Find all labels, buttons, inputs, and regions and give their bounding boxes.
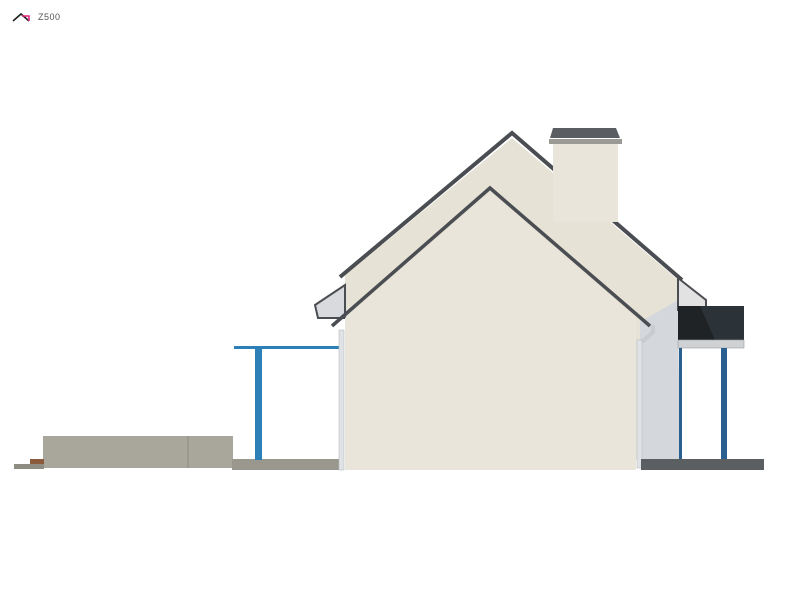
porch-beam (677, 339, 745, 349)
rear-roof-edge (338, 130, 684, 282)
bench (30, 459, 44, 464)
front-roof-edge (330, 185, 652, 328)
ground-strip-left (232, 459, 342, 470)
front-gable-wall (345, 192, 636, 470)
downpipe-right (636, 339, 643, 469)
right-eave (677, 275, 707, 311)
step (14, 464, 44, 469)
porch-slab (641, 459, 764, 470)
chimney (553, 142, 618, 222)
porch-tiles-highlight (700, 306, 744, 340)
chimney-cap (550, 128, 620, 138)
gutter-right (640, 325, 655, 344)
pergola-beam (234, 346, 342, 349)
house-logo-icon (12, 12, 30, 22)
porch-post (721, 348, 727, 460)
pergola-post (255, 349, 262, 460)
downpipe-left (338, 329, 345, 471)
porch-post-rear (679, 348, 682, 460)
brand-logo: Z500 (12, 12, 61, 22)
logo-text: Z500 (38, 12, 61, 22)
left-eave (313, 283, 346, 319)
chimney-cap-base (549, 139, 622, 144)
rear-shadow (640, 300, 680, 460)
concrete-wall (43, 436, 233, 468)
